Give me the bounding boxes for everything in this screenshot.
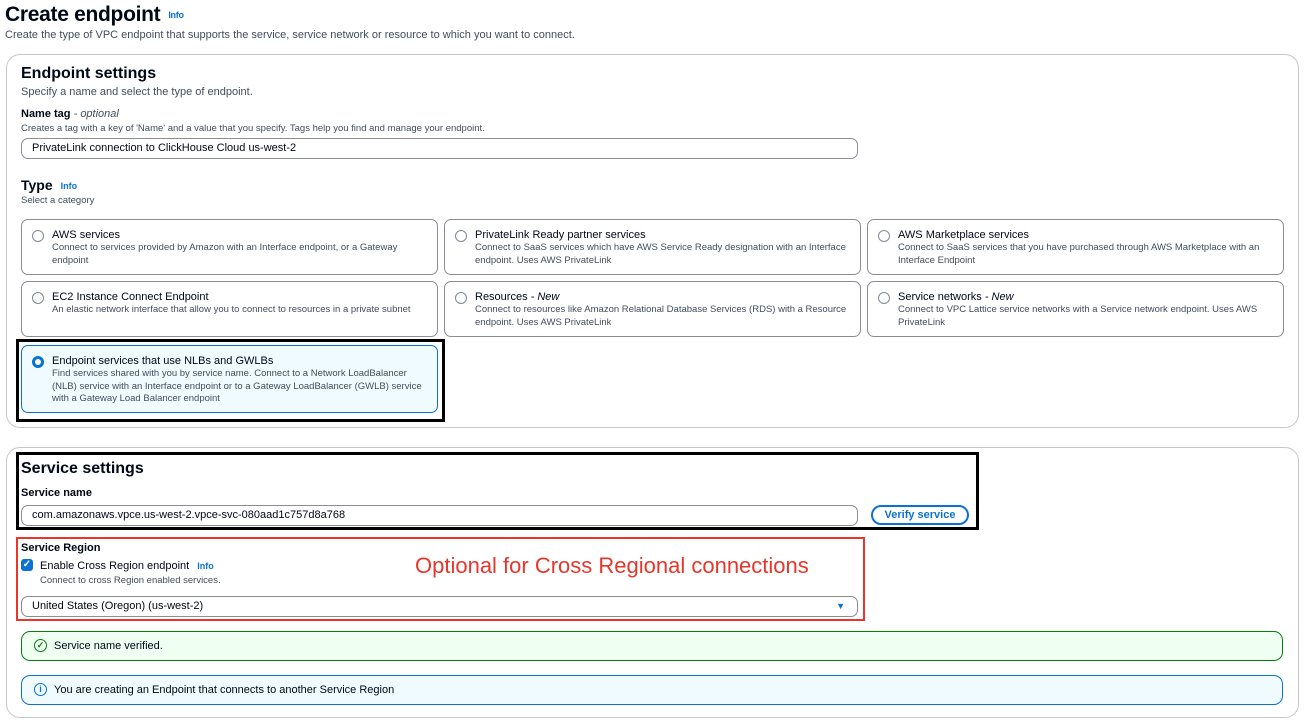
option-description: Connect to resources like Amazon Relatio… — [475, 304, 847, 328]
option-description: Connect to SaaS services which have AWS … — [475, 242, 846, 266]
radio-button[interactable] — [455, 230, 467, 242]
service-settings-panel — [6, 447, 1299, 718]
type-option-card[interactable]: Resources - New Connect to resources lik… — [444, 281, 861, 337]
option-description: Find services shared with you by service… — [52, 368, 422, 404]
name-tag-input[interactable]: PrivateLink connection to ClickHouse Clo… — [21, 138, 858, 159]
option-description: Connect to services provided by Amazon w… — [52, 242, 398, 266]
radio-button[interactable] — [878, 230, 890, 242]
option-description: Connect to VPC Lattice service networks … — [898, 304, 1258, 328]
option-title: Endpoint services that use NLBs and GWLB… — [52, 355, 274, 367]
service-settings-title: Service settings — [21, 460, 144, 477]
radio-button[interactable] — [878, 292, 890, 304]
annotation-text: Optional for Cross Regional connections — [415, 553, 809, 578]
annotation-box — [16, 537, 865, 621]
radio-button[interactable] — [455, 292, 467, 304]
type-info-link[interactable]: Info — [60, 181, 78, 192]
endpoint-settings-subtitle: Specify a name and select the type of en… — [21, 86, 253, 98]
service-region-label: Service Region — [21, 542, 101, 554]
endpoint-settings-title: Endpoint settings — [21, 65, 157, 82]
option-title: AWS services — [52, 229, 121, 241]
page-subtitle: Create the type of VPC endpoint that sup… — [5, 29, 575, 41]
highlight-box — [16, 452, 979, 530]
name-tag-description: Creates a tag with a key of 'Name' and a… — [21, 123, 485, 134]
option-title: Service networks - New — [898, 291, 1014, 303]
cross-region-description: Connect to cross Region enabled services… — [40, 575, 221, 586]
option-description: Connect to SaaS services that you have p… — [898, 242, 1260, 266]
type-option-card[interactable]: Service networks - New Connect to VPC La… — [867, 281, 1284, 337]
info-circle-icon: i — [34, 683, 47, 696]
info-alert: i You are creating an Endpoint that conn… — [21, 675, 1283, 705]
option-title: EC2 Instance Connect Endpoint — [52, 291, 209, 303]
radio-button[interactable] — [32, 356, 44, 368]
type-option-card[interactable]: EC2 Instance Connect Endpoint An elastic… — [21, 281, 438, 337]
service-name-label: Service name — [21, 487, 92, 499]
type-option-card[interactable]: AWS Marketplace services Connect to SaaS… — [867, 219, 1284, 275]
radio-button[interactable] — [32, 230, 44, 242]
radio-button[interactable] — [32, 292, 44, 304]
success-alert: ✓ Service name verified. — [21, 631, 1283, 661]
check-circle-icon: ✓ — [34, 639, 47, 652]
verify-service-button[interactable]: Verify service — [871, 505, 969, 525]
cross-region-checkbox[interactable]: ✓ — [21, 559, 33, 571]
option-title: PrivateLink Ready partner services — [475, 229, 646, 241]
caret-down-icon: ▼ — [836, 601, 845, 611]
type-description: Select a category — [21, 195, 95, 206]
type-option-card[interactable]: PrivateLink Ready partner services Conne… — [444, 219, 861, 275]
option-description: An elastic network interface that allow … — [52, 304, 411, 315]
cross-region-info-link[interactable]: Info — [197, 561, 214, 572]
info-link[interactable]: Info — [168, 10, 184, 21]
option-title: AWS Marketplace services — [898, 229, 1030, 241]
region-select[interactable]: United States (Oregon) (us-west-2)▼ — [21, 596, 858, 617]
name-tag-label: Name tag - optional — [21, 108, 119, 120]
type-option-card[interactable]: Endpoint services that use NLBs and GWLB… — [21, 345, 438, 413]
type-option-card[interactable]: AWS services Connect to services provide… — [21, 219, 438, 275]
highlight-box — [16, 339, 445, 422]
option-title: Resources - New — [475, 291, 560, 303]
service-name-input[interactable]: com.amazonaws.vpce.us-west-2.vpce-svc-08… — [21, 505, 858, 526]
